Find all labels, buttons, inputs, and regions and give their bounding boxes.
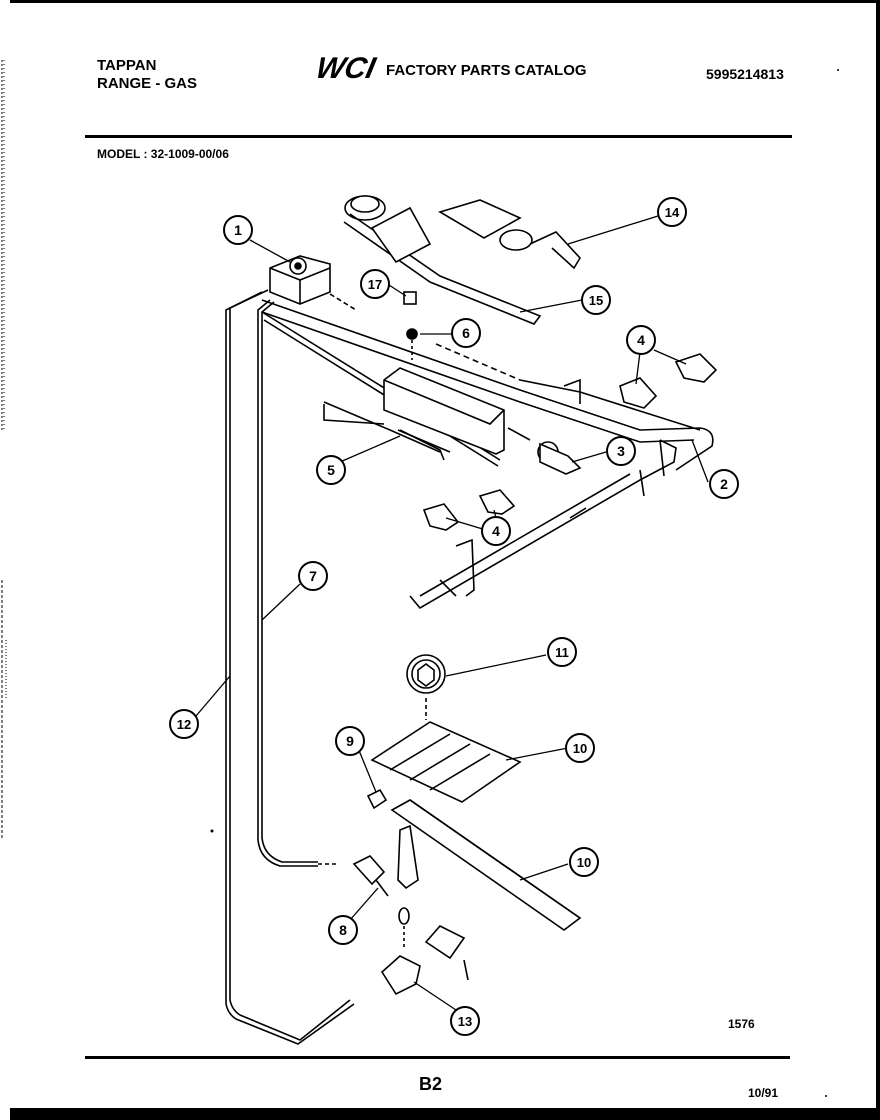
callout-10: 10	[569, 847, 599, 877]
svg-text:11: 11	[555, 645, 569, 660]
page-date: 10/91	[748, 1086, 779, 1100]
header-rule	[85, 135, 792, 138]
footer-rule	[85, 1056, 790, 1059]
broiler-burner-10	[390, 799, 582, 931]
pressure-regulator-part	[269, 255, 357, 311]
svg-text:6: 6	[462, 325, 470, 341]
svg-text:2: 2	[720, 476, 728, 492]
manifold-pipe	[261, 299, 714, 471]
valve-4-upper	[619, 353, 718, 409]
parts-diagram	[225, 195, 718, 1045]
callout-4-upper: 4	[626, 325, 656, 355]
svg-text:10: 10	[577, 855, 591, 870]
burner-cap-12	[406, 654, 446, 694]
model-label: MODEL :	[97, 147, 148, 161]
svg-text:1: 1	[234, 222, 242, 238]
model-number: 32-1009-00/06	[150, 147, 229, 161]
svg-text:13: 13	[458, 1014, 472, 1029]
callout-13: 12	[169, 709, 199, 739]
wci-logo: WCI	[318, 52, 379, 82]
callout-11: 10	[565, 733, 595, 763]
burner-15	[438, 199, 581, 270]
brand-block: TAPPAN RANGE - GAS	[97, 57, 197, 93]
tube-7	[257, 299, 318, 867]
callout-7: 7	[298, 561, 328, 591]
product-type: RANGE - GAS	[97, 75, 198, 92]
leader-lines	[195, 215, 709, 1011]
svg-text:17: 17	[368, 277, 382, 292]
svg-text:5: 5	[327, 462, 335, 478]
valve-3	[507, 427, 582, 475]
tube-13	[229, 289, 351, 1041]
diagram-id: 1576	[728, 1017, 755, 1031]
callout-8: 8	[328, 915, 358, 945]
svg-text:WCI: WCI	[318, 52, 379, 82]
page-code: B2	[419, 1074, 443, 1094]
callouts: 1 17 6 4 14 15 3 2 5 4 7 11 12 9 10 10 8…	[169, 197, 739, 1036]
svg-text:4: 4	[492, 523, 500, 539]
callout-17: 17	[360, 269, 390, 299]
svg-text:7: 7	[309, 568, 317, 584]
callout-5: 5	[316, 455, 346, 485]
svg-text:3: 3	[617, 443, 625, 459]
callout-2: 2	[709, 469, 739, 499]
catalog-number: 5995214813	[706, 66, 784, 82]
valve-4-lower	[422, 489, 516, 531]
catalog-title: FACTORY PARTS CATALOG	[386, 62, 587, 79]
model-line: MODEL : 32-1009-00/06	[97, 147, 229, 161]
baffle-11	[370, 698, 522, 803]
svg-text:10: 10	[573, 741, 587, 756]
callout-3: 3	[606, 436, 636, 466]
callout-14: 13	[450, 1006, 480, 1036]
valve-14	[380, 907, 469, 996]
burner-16	[343, 195, 542, 325]
svg-text:8: 8	[339, 922, 347, 938]
svg-text:12: 12	[177, 717, 191, 732]
svg-text:4: 4	[637, 332, 645, 348]
brand-name: TAPPAN	[97, 57, 157, 74]
callout-9: 9	[335, 726, 365, 756]
callout-4-lower: 4	[481, 516, 511, 546]
callout-12: 11	[547, 637, 577, 667]
callout-15: 14	[657, 197, 687, 227]
callout-16: 15	[581, 285, 611, 315]
svg-text:14: 14	[665, 205, 680, 220]
svg-text:9: 9	[346, 733, 354, 749]
callout-6: 6	[451, 318, 481, 348]
svg-text:15: 15	[589, 293, 603, 308]
callout-1: 1	[223, 215, 253, 245]
igniter-8	[352, 855, 389, 897]
